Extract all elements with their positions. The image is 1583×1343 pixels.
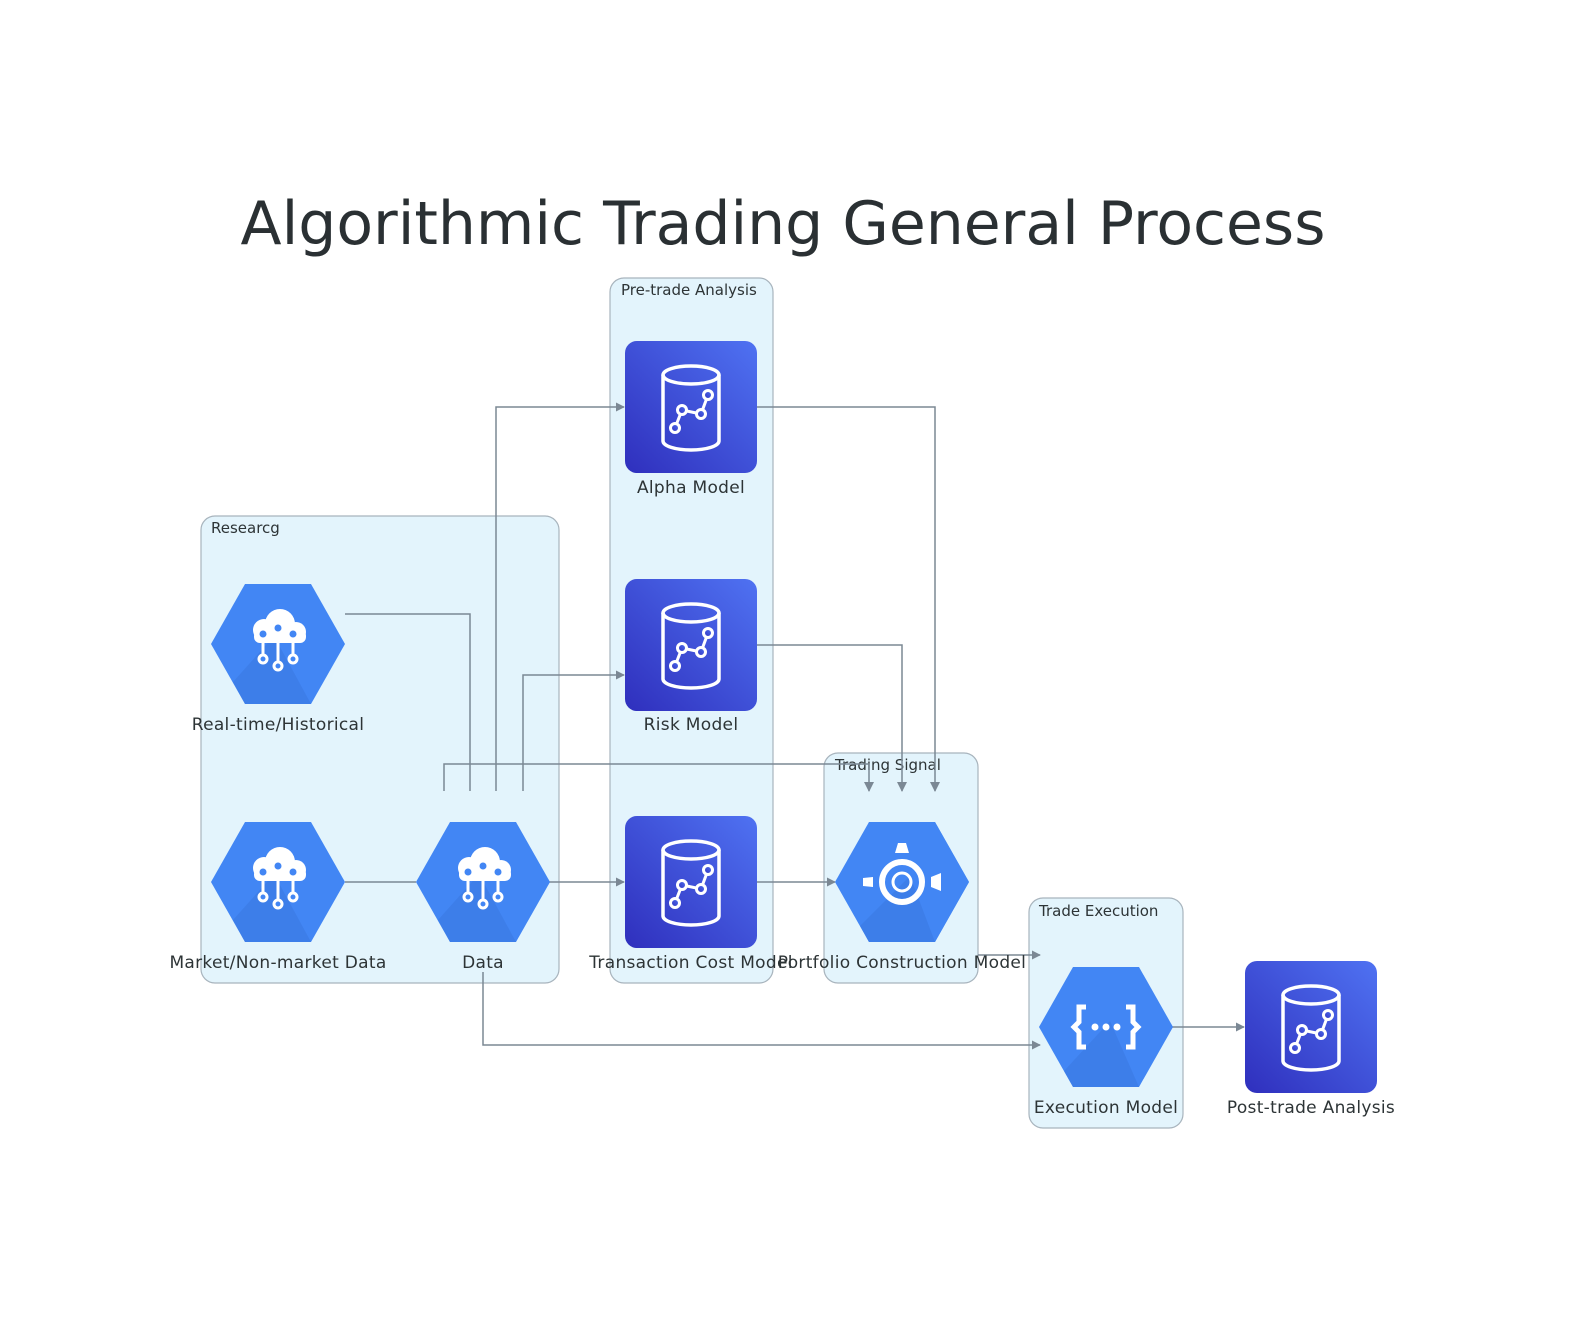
node-market-label: Market/Non-market Data bbox=[169, 953, 386, 973]
node-posttrade-label: Post-trade Analysis bbox=[1227, 1098, 1395, 1118]
node-alpha-model[interactable]: Alpha Model bbox=[623, 339, 759, 498]
node-risk-label: Risk Model bbox=[644, 715, 739, 735]
node-alpha-label: Alpha Model bbox=[637, 478, 745, 498]
node-portfolio-construction-model[interactable]: Portfolio Construction Model bbox=[778, 822, 1026, 973]
edge-risk-to-portfolio bbox=[757, 644, 907, 792]
analytics-database-icon bbox=[623, 577, 759, 713]
cluster-pretrade-label: Pre-trade Analysis bbox=[621, 281, 757, 299]
node-market-data[interactable]: Market/Non-market Data bbox=[169, 820, 386, 973]
node-realtime-label: Real-time/Historical bbox=[192, 715, 365, 735]
edge-realtime-to-data bbox=[345, 613, 471, 791]
edge-data-to-portfolio bbox=[443, 763, 874, 792]
cluster-research-label: Researcg bbox=[211, 519, 280, 537]
node-post-trade-analysis[interactable]: Post-trade Analysis bbox=[1227, 959, 1395, 1118]
cluster-signal-label: Trading Signal bbox=[834, 756, 941, 774]
node-risk-model[interactable]: Risk Model bbox=[623, 577, 759, 735]
node-transaction-label: Transaction Cost Model bbox=[588, 953, 793, 973]
analytics-database-icon bbox=[623, 814, 759, 950]
edge-alpha-to-portfolio bbox=[757, 406, 940, 792]
edge-data-to-alpha bbox=[495, 402, 625, 791]
node-realtime-historical[interactable]: Real-time/Historical bbox=[192, 582, 365, 735]
analytics-database-icon bbox=[623, 339, 759, 475]
node-transaction-cost-model[interactable]: Transaction Cost Model bbox=[588, 814, 793, 973]
diagram-title: Algorithmic Trading General Process bbox=[241, 189, 1326, 259]
node-portfolio-label: Portfolio Construction Model bbox=[778, 953, 1026, 973]
node-execution-label: Execution Model bbox=[1034, 1098, 1178, 1118]
node-data[interactable]: Data bbox=[414, 820, 552, 973]
cluster-execution-label: Trade Execution bbox=[1038, 902, 1158, 920]
analytics-database-icon bbox=[1243, 959, 1379, 1095]
node-data-label: Data bbox=[462, 953, 504, 973]
edge-data-to-risk bbox=[522, 670, 625, 791]
edge-data-to-execution bbox=[482, 972, 1041, 1050]
node-execution-model[interactable]: Execution Model bbox=[1034, 967, 1178, 1118]
edges bbox=[345, 402, 1245, 1050]
